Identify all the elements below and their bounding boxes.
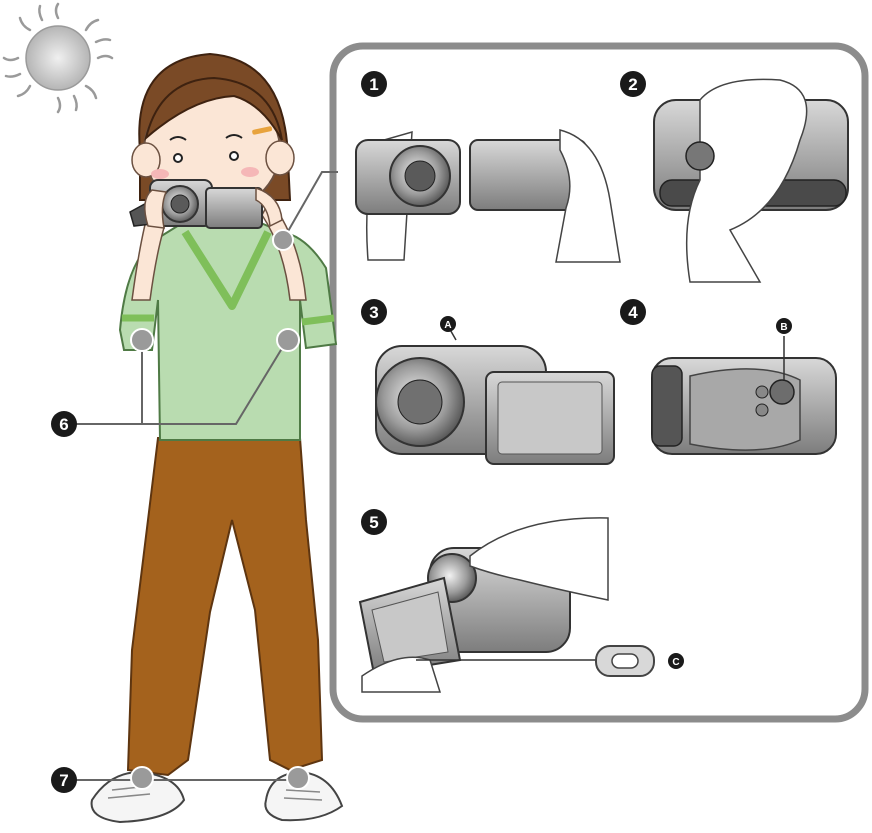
step-label-1: 1 bbox=[369, 75, 378, 94]
step-label-7: 7 bbox=[59, 771, 68, 790]
marker-hand bbox=[273, 230, 293, 250]
callout-label-b: B bbox=[780, 322, 787, 333]
step-badge-2: 2 bbox=[620, 71, 646, 97]
step-badge-7: 7 bbox=[51, 767, 77, 793]
step-badge-6: 6 bbox=[51, 411, 77, 437]
person-figure bbox=[92, 54, 342, 822]
step-label-5: 5 bbox=[369, 513, 378, 532]
step-badge-5: 5 bbox=[361, 509, 387, 535]
callout-b: B bbox=[776, 318, 792, 334]
callout-a: A bbox=[440, 316, 456, 332]
callout-label-c: C bbox=[672, 657, 679, 668]
callout-c: C bbox=[668, 653, 684, 669]
step-label-2: 2 bbox=[628, 75, 637, 94]
sun-icon bbox=[4, 4, 112, 112]
callout-label-a: A bbox=[444, 320, 451, 331]
step-label-6: 6 bbox=[59, 415, 68, 434]
step-label-3: 3 bbox=[369, 303, 378, 322]
step-badge-4: 4 bbox=[620, 299, 646, 325]
step-label-4: 4 bbox=[628, 303, 638, 322]
step-badge-3: 3 bbox=[361, 299, 387, 325]
step-badge-1: 1 bbox=[361, 71, 387, 97]
